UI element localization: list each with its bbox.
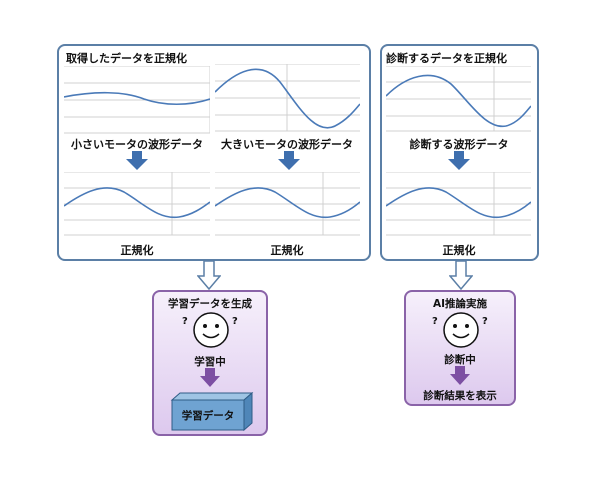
- hollow-down-arrow-icon: [197, 260, 221, 290]
- normalize-label-right: 正規化: [270, 244, 304, 257]
- inference-result: 診断結果を表示: [423, 390, 497, 402]
- hollow-down-arrow-icon: [449, 260, 473, 290]
- purple-down-arrow-icon: [450, 366, 470, 385]
- svg-text:?: ?: [182, 316, 188, 327]
- right-panel-title: 診断するデータを正規化: [386, 52, 507, 65]
- training-data-label: 学習データ: [181, 410, 235, 422]
- inference-title: AI推論実施: [432, 298, 488, 310]
- small-motor-raw-chart: [64, 66, 210, 134]
- training-status: 学習中: [194, 356, 226, 368]
- diagnose-normalized-chart: [386, 172, 531, 236]
- diagnose-raw-chart: [386, 66, 531, 132]
- wave-line: [386, 187, 531, 219]
- down-arrow-icon: [448, 151, 470, 170]
- wave-line: [215, 187, 360, 219]
- left-panel: [57, 44, 371, 261]
- training-data-block: [170, 392, 254, 432]
- large-motor-raw-chart: [215, 64, 360, 132]
- left-panel-title: 取得したデータを正規化: [66, 52, 187, 65]
- wave-line: [64, 91, 210, 105]
- svg-text:?: ?: [232, 316, 238, 327]
- training-title: 学習データを生成: [168, 298, 252, 310]
- inference-box: [404, 290, 516, 406]
- thinking-face-icon: ? ?: [432, 312, 488, 348]
- svg-text:?: ?: [432, 316, 438, 327]
- wave-line: [386, 74, 531, 127]
- purple-down-arrow-icon: [200, 368, 220, 387]
- large-motor-label: 大きいモータの波形データ: [221, 138, 353, 151]
- down-arrow-icon: [126, 151, 148, 170]
- wave-line: [64, 187, 210, 219]
- inference-status: 診断中: [444, 354, 476, 366]
- svg-text:?: ?: [482, 316, 488, 327]
- small-motor-label: 小さいモータの波形データ: [71, 138, 203, 151]
- large-motor-normalized-chart: [215, 172, 360, 236]
- small-motor-normalized-chart: [64, 172, 210, 236]
- normalize-label-left: 正規化: [120, 244, 154, 257]
- thinking-face-icon: ? ?: [182, 312, 238, 348]
- diagnose-label: 診断する波形データ: [409, 138, 509, 151]
- wave-line: [215, 68, 360, 129]
- down-arrow-icon: [278, 151, 300, 170]
- normalize-label-diagnose: 正規化: [442, 244, 476, 257]
